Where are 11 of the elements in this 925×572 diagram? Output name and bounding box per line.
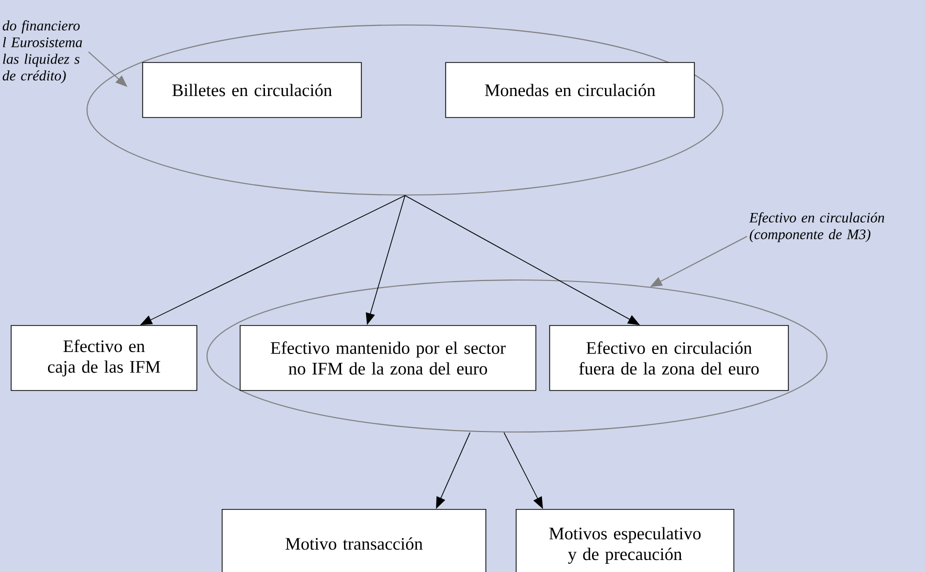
text-box: Efectivo mantenido por el sector no IFM de la zona del euro xyxy=(240,325,536,391)
text-box: Efectivo en circulación fuera de la zona del euro xyxy=(549,325,789,391)
ellipse-outline xyxy=(86,24,724,196)
text-box: Motivo transacción xyxy=(222,509,486,572)
annotation-text: do financiero l Eurosistema las liquidez s de crédito) xyxy=(2,20,82,84)
text-box: Billetes en circulación xyxy=(142,62,362,118)
text-box: Motivos especulativo y de precaución xyxy=(516,509,734,572)
annotation-text: Efectivo en circulación (componente de M3) xyxy=(749,212,884,242)
ellipse-outline xyxy=(206,279,828,433)
text-box: Efectivo en caja de las IFM xyxy=(10,325,198,391)
text-box: Monedas en circulación xyxy=(445,62,695,118)
